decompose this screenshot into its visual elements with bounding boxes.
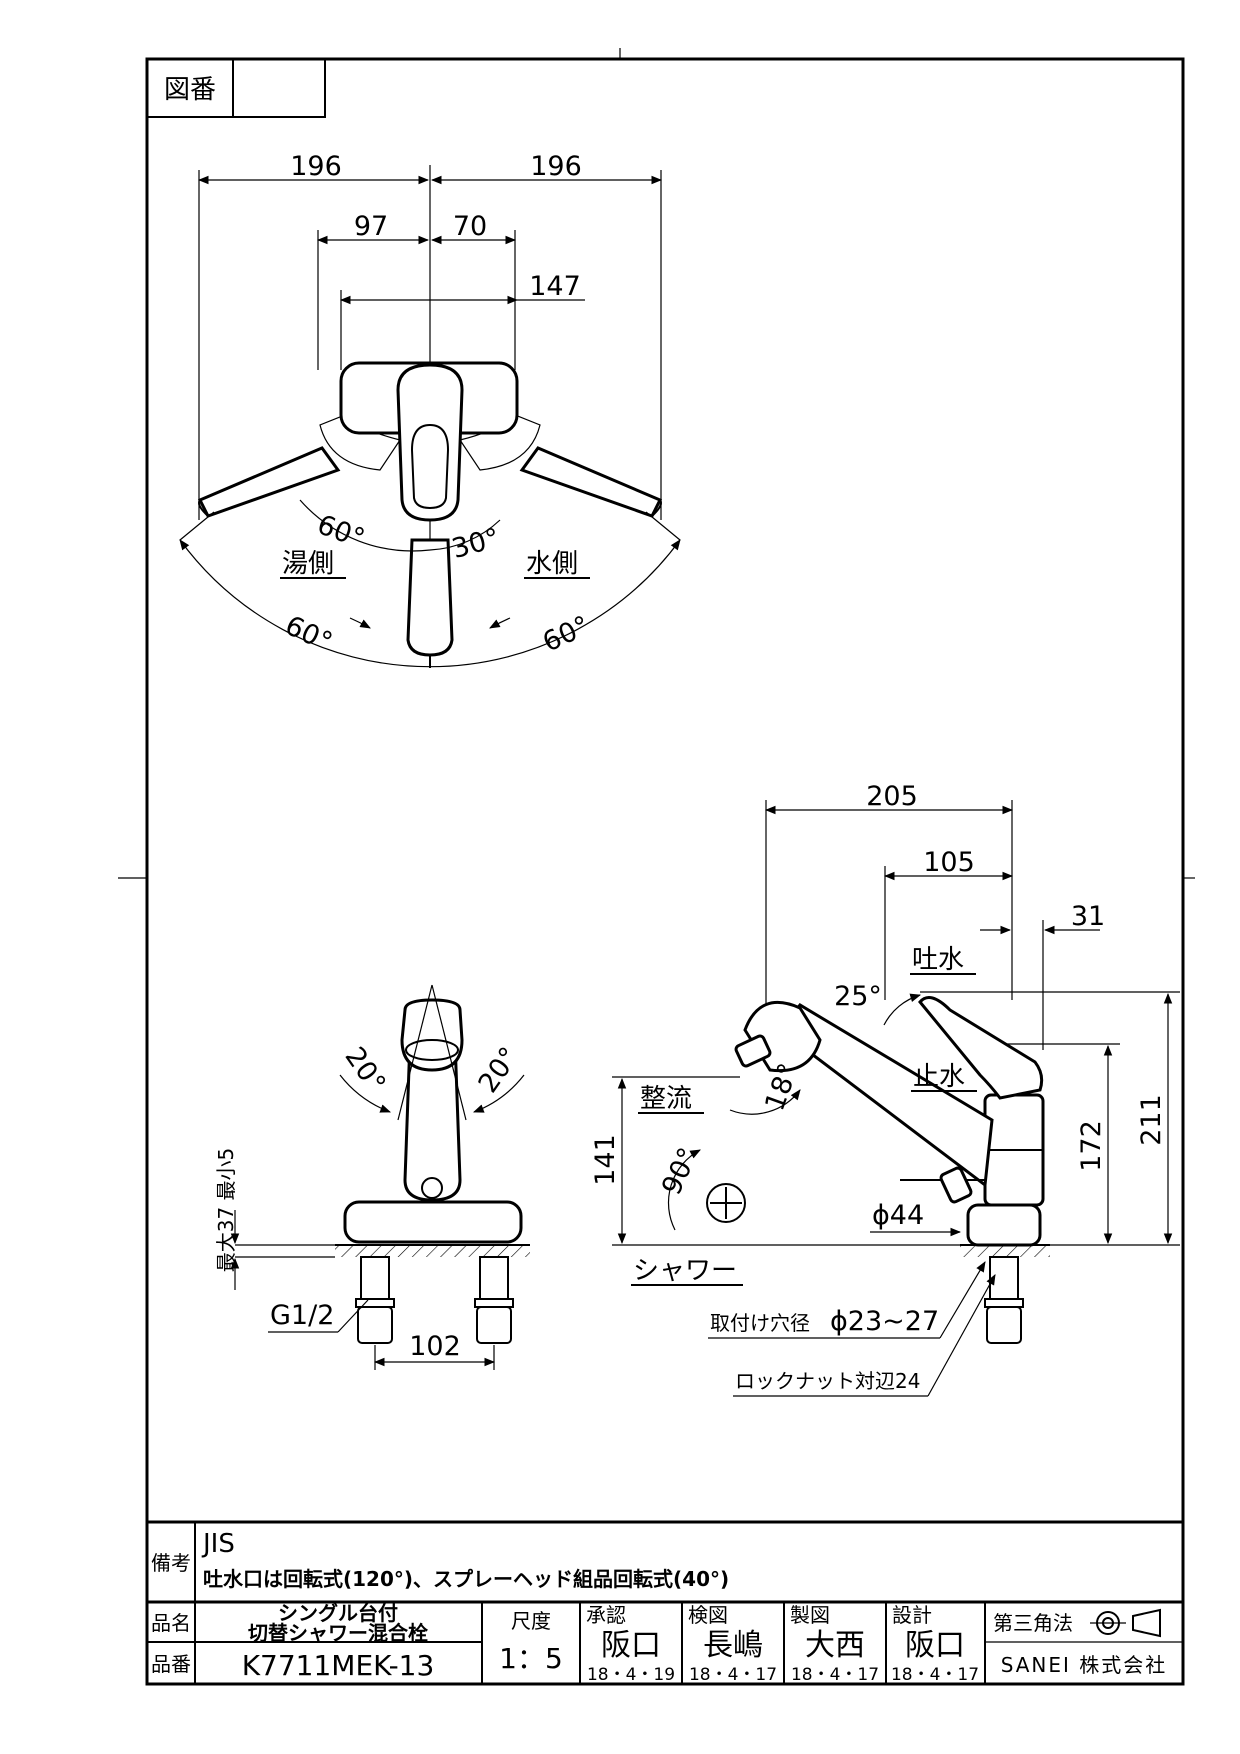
cold-side-arm <box>519 446 663 518</box>
shower-label: シャワー <box>633 1256 737 1286</box>
product-name-line-2: 切替シャワー混合栓 <box>248 1621 428 1645</box>
front-view: 20° 20° 最大37 最小5 G1/2 102 <box>214 984 530 1370</box>
angle-60-right: 60° <box>538 610 594 658</box>
design-label: 設計 <box>892 1603 932 1627</box>
top-spout <box>406 538 454 657</box>
dim-196-left: 196 <box>290 151 342 182</box>
approved-label: 承認 <box>586 1603 626 1627</box>
stop-label: 止水 <box>913 1062 965 1092</box>
dim-97: 97 <box>354 211 388 242</box>
dim-70: 70 <box>453 211 487 242</box>
dim-205: 205 <box>866 781 918 812</box>
dim-31: 31 <box>1071 901 1105 932</box>
dim-211: 211 <box>1136 1094 1167 1146</box>
deck-thickness-label: 最大37 最小5 <box>214 1148 238 1273</box>
top-lever-handle <box>396 363 464 522</box>
projection-label: 第三角法 <box>993 1611 1073 1635</box>
checked-label: 検図 <box>688 1603 728 1627</box>
spout-label: 吐水 <box>912 945 964 975</box>
front-spout-body <box>403 1038 462 1202</box>
approved-name: 阪口 <box>601 1628 661 1663</box>
product-number: K7711MEK-13 <box>242 1649 435 1682</box>
title-block: 品名 シングル台付 切替シャワー混合栓 品番 K7711MEK-13 尺度 1：… <box>147 1600 1183 1685</box>
notes-label: 備考 <box>151 1551 191 1575</box>
design-date: 18・4・17 <box>891 1665 979 1685</box>
pitch-dim: 102 <box>409 1331 461 1362</box>
drawn-date: 18・4・17 <box>791 1665 879 1685</box>
mount-hole-label: 取付け穴径 <box>710 1311 810 1335</box>
side-base <box>966 1203 1042 1247</box>
notes-line-2: 吐水口は回転式(120°)、スプレーヘッド組品回転式(40°) <box>203 1567 729 1591</box>
notes-line-1: JIS <box>201 1529 235 1559</box>
approved-date: 18・4・19 <box>587 1665 675 1685</box>
drawn-label: 製図 <box>790 1603 830 1627</box>
diameter-44: ϕ44 <box>872 1200 924 1231</box>
angle-60-left: 60° <box>280 610 336 658</box>
product-number-label: 品番 <box>151 1652 191 1676</box>
angle-18: 18° <box>759 1059 804 1115</box>
locknut-label: ロックナット対辺24 <box>735 1369 920 1393</box>
drawn-name: 大西 <box>805 1628 865 1663</box>
side-view: 205 105 31 211 172 141 <box>590 781 1180 1397</box>
checked-name: 長嶋 <box>703 1628 763 1663</box>
dim-141: 141 <box>590 1134 621 1186</box>
design-name: 阪口 <box>905 1628 965 1663</box>
angle-25: 25° <box>834 981 882 1012</box>
sheet-border <box>145 57 1185 1686</box>
scale-label: 尺度 <box>511 1609 551 1633</box>
notes-block: 備考 JIS 吐水口は回転式(120°)、スプレーヘッド組品回転式(40°) <box>147 1520 1183 1602</box>
angle-60-inner: 60° <box>313 509 369 554</box>
scale-value: 1：5 <box>499 1642 563 1675</box>
third-angle-projection-icon <box>1090 1608 1161 1638</box>
front-angle-20-right: 20° <box>473 1042 526 1099</box>
front-angle-20-left: 20° <box>339 1042 392 1099</box>
mount-hole-value: ϕ23~27 <box>830 1306 939 1337</box>
dim-147: 147 <box>529 271 581 302</box>
hot-side-label: 湯側 <box>282 549 334 579</box>
company-name: SANEI 株式会社 <box>1001 1653 1168 1677</box>
front-base-plate <box>343 1200 523 1244</box>
dim-196-right: 196 <box>530 151 582 182</box>
product-name-label: 品名 <box>151 1611 191 1635</box>
top-view: 196 196 97 70 147 60° 30° 60° 60° 湯側 <box>179 151 681 668</box>
dim-172: 172 <box>1076 1120 1107 1172</box>
product-name-line-1: シングル台付 <box>278 1601 398 1625</box>
cold-side-label: 水側 <box>526 549 578 579</box>
hot-side-arm <box>197 446 341 518</box>
drawing-number-box: 図番 <box>146 58 326 118</box>
side-lever-handle <box>918 996 1044 1100</box>
aerated-label: 整流 <box>640 1084 692 1114</box>
dim-105: 105 <box>923 847 975 878</box>
drawing-number-label: 図番 <box>164 75 216 105</box>
angle-30: 30° <box>449 523 503 565</box>
front-lever-handle <box>400 998 464 1072</box>
checked-date: 18・4・17 <box>689 1665 777 1685</box>
thread-label: G1/2 <box>270 1300 334 1331</box>
